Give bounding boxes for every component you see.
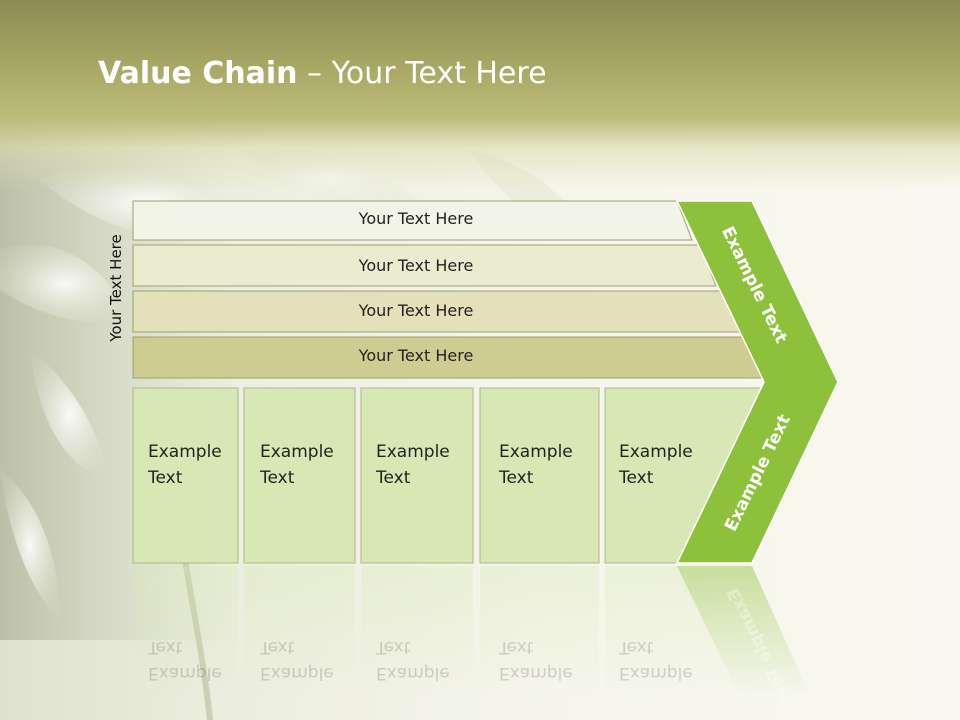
box-2-text: Example Text [260,439,360,491]
box-5-reflection-line2: Text [619,637,654,657]
box-5-line1: Example [619,442,693,462]
box-5-text: Example Text [619,439,719,491]
box-4-line1: Example [499,442,573,462]
box-2 [243,387,356,564]
slide-title: Value Chain – Your Text Here [98,54,547,94]
box-3-reflection-text: Example Text [376,634,476,686]
box-1-reflection-line2: Text [148,637,183,657]
bar-2-label: Your Text Here [358,256,474,275]
box-4-reflection [480,566,599,696]
bar-2 [132,244,717,287]
box-4-reflection-text: Example Text [499,634,599,686]
box-4-line2: Text [499,468,534,488]
box-1-reflection-line1: Example [148,663,222,683]
chevron-arrow [675,200,839,564]
box-1-line2: Text [148,468,183,488]
chevron-reflection [677,566,810,696]
box-1-reflection [133,566,238,696]
box-1 [132,387,239,564]
title-bold: Value Chain [98,56,298,91]
bar-1 [132,200,693,241]
box-3-line2: Text [376,468,411,488]
box-3-text: Example Text [376,439,476,491]
box-2-reflection-line1: Example [260,663,334,683]
box-1-line1: Example [148,442,222,462]
bar-1-label: Your Text Here [358,209,474,228]
box-3-reflection [361,566,473,696]
box-2-reflection-line2: Text [260,637,295,657]
box-2-line1: Example [260,442,334,462]
title-band [0,0,960,190]
box-5-line2: Text [619,468,654,488]
box-1-reflection-text: Example Text [148,634,248,686]
box-3-line1: Example [376,442,450,462]
bar-3-label: Your Text Here [358,301,474,320]
box-5-reflection-line1: Example [619,663,693,683]
title-rest: – Your Text Here [297,56,547,91]
box-5-reflection-text: Example Text [619,634,719,686]
box-4-text: Example Text [499,439,599,491]
box-2-line2: Text [260,468,295,488]
box-4 [479,387,600,564]
bar-4-label: Your Text Here [358,346,474,365]
box-3-reflection-line2: Text [376,637,411,657]
box-3 [360,387,474,564]
box-2-reflection [244,566,355,696]
box-5-reflection [605,566,740,696]
side-label: Your Text Here [107,234,125,342]
box-1-text: Example Text [148,439,248,491]
box-3-reflection-line1: Example [376,663,450,683]
box-4-reflection-line2: Text [499,637,534,657]
box-4-reflection-line1: Example [499,663,573,683]
box-2-reflection-text: Example Text [260,634,360,686]
